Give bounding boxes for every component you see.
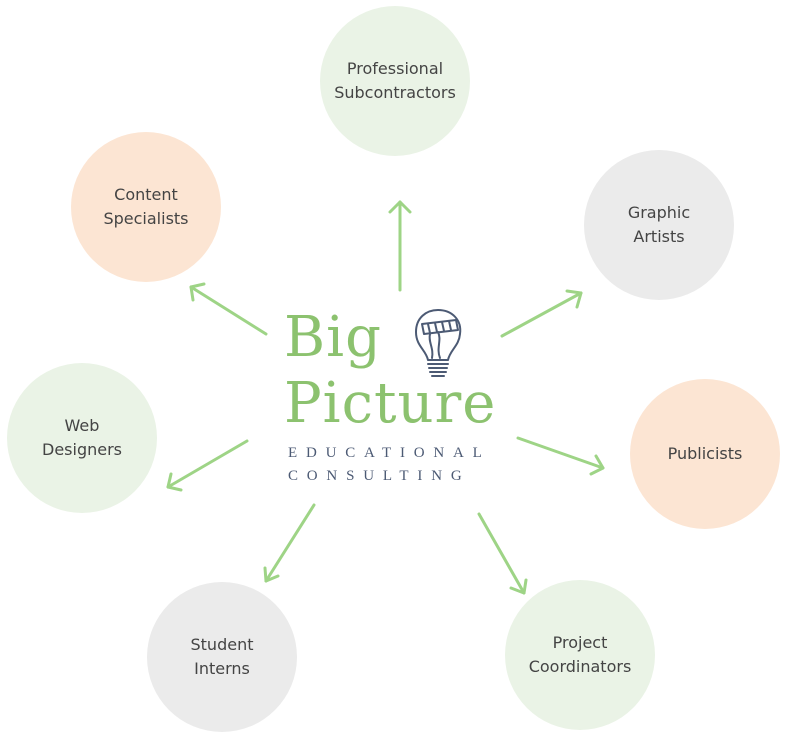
node-content-specialists: Content Specialists <box>71 132 221 282</box>
lightbulb-icon <box>415 309 462 377</box>
node-student-interns: Student Interns <box>147 582 297 732</box>
node-label: Professional Subcontractors <box>334 59 456 102</box>
arrow-to-content-specialists <box>189 282 268 336</box>
node-project-coordinators: Project Coordinators <box>505 580 655 730</box>
arrow-to-project-coordinators <box>477 512 528 595</box>
logo-line-picture: Picture <box>284 371 497 436</box>
node-label: Project Coordinators <box>528 633 632 676</box>
node-publicists: Publicists <box>630 379 780 529</box>
node-professional-subcontractors: Professional Subcontractors <box>320 6 470 156</box>
node-web-designers: Web Designers <box>7 363 157 513</box>
node-label: Student Interns <box>190 635 254 678</box>
node-graphic-artists: Graphic Artists <box>584 150 734 300</box>
arrow-to-web-designers <box>166 439 249 492</box>
logo-line-consulting: CONSULTING <box>288 468 471 484</box>
node-label: Publicists <box>667 444 743 463</box>
arrow-to-student-interns <box>263 503 316 583</box>
big-picture-logo: Big Picture EDUCATIONAL CONSULTING <box>284 300 514 500</box>
logo-line-big: Big <box>284 305 382 370</box>
arrow-to-publicists <box>516 436 605 476</box>
arrow-to-graphic-artists <box>500 289 583 338</box>
logo-line-educational: EDUCATIONAL <box>288 445 491 461</box>
arrow-to-professional-subcontractors <box>388 200 412 292</box>
node-label: Content Specialists <box>103 185 189 228</box>
node-label: Graphic Artists <box>627 203 691 246</box>
node-label: Web Designers <box>42 416 122 459</box>
